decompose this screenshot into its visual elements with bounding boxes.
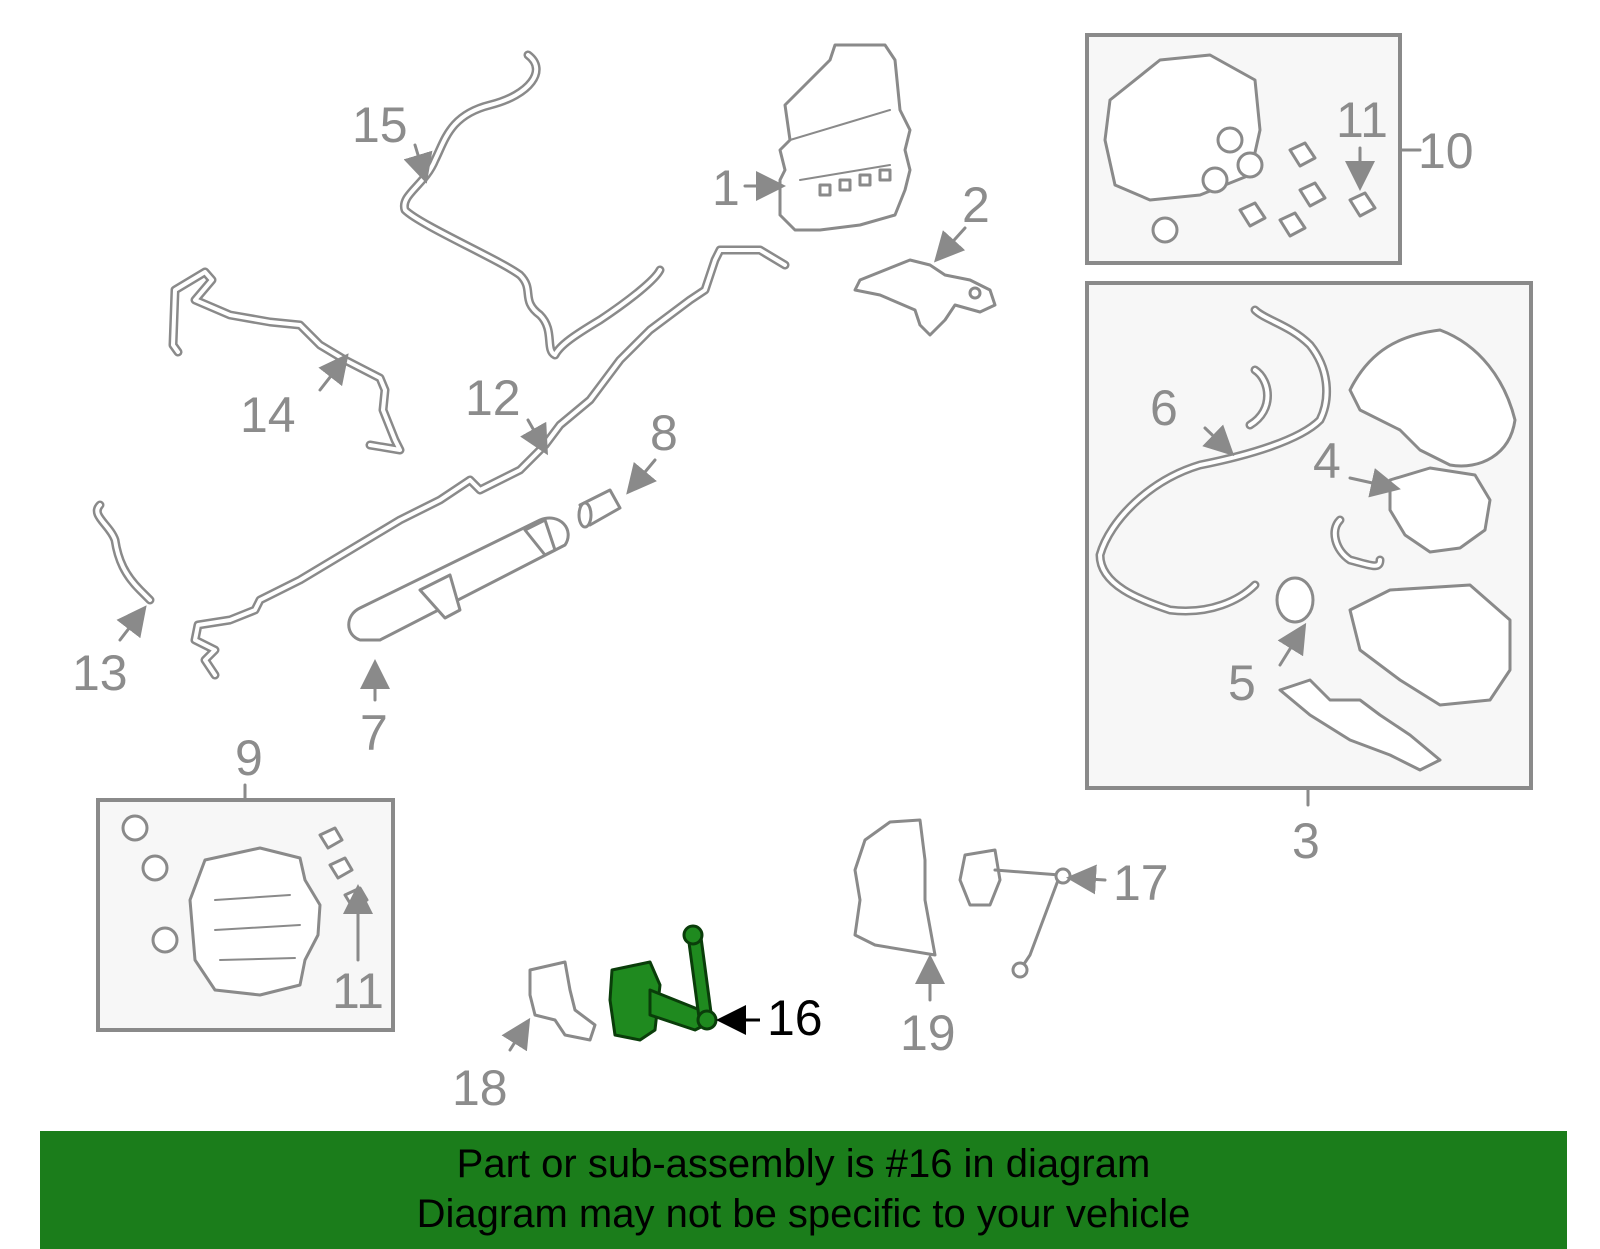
- callout-3: 3: [1292, 813, 1320, 869]
- part-1-module[interactable]: [778, 43, 912, 232]
- callout-6: 6: [1150, 380, 1178, 436]
- callout-11b: 11: [332, 963, 384, 1019]
- assembly-10-box[interactable]: [1085, 33, 1402, 265]
- info-banner: Part or sub-assembly is #16 in diagram D…: [40, 1131, 1567, 1249]
- part-18-bracket[interactable]: [528, 960, 597, 1042]
- part-19-shield[interactable]: [853, 818, 937, 957]
- part-14-pipe[interactable]: [168, 267, 405, 455]
- assembly-3-box[interactable]: [1085, 281, 1533, 790]
- part-2-bracket[interactable]: [853, 258, 997, 337]
- part-12-pipe[interactable]: [190, 245, 790, 680]
- callout-labels: 15 1 2 11 10 6 4 5 3 12 14 13 8 7 9 11 1…: [72, 92, 1474, 1116]
- callout-8: 8: [650, 405, 678, 461]
- callout-2: 2: [962, 177, 990, 233]
- callout-4: 4: [1313, 433, 1341, 489]
- callout-11a: 11: [1336, 92, 1388, 148]
- part-13-pipe[interactable]: [92, 500, 155, 605]
- part-7-canister[interactable]: [347, 516, 570, 642]
- callout-7: 7: [360, 705, 388, 761]
- banner-line-2: Diagram may not be specific to your vehi…: [416, 1192, 1191, 1236]
- callout-5: 5: [1228, 655, 1256, 711]
- callout-12: 12: [465, 370, 521, 426]
- callout-18: 18: [452, 1060, 508, 1116]
- callout-1: 1: [712, 160, 740, 216]
- part-17-sensor[interactable]: [958, 848, 1072, 979]
- callout-15: 15: [352, 97, 408, 153]
- callout-14: 14: [240, 387, 296, 443]
- assembly-9-box[interactable]: [96, 798, 395, 1032]
- callout-16: 16: [767, 990, 823, 1046]
- callout-17: 17: [1113, 855, 1169, 911]
- banner-line-1: Part or sub-assembly is #16 in diagram: [456, 1142, 1151, 1186]
- callout-19: 19: [900, 1005, 956, 1061]
- leader-lines: [116, 143, 1422, 1052]
- callout-9: 9: [235, 730, 263, 786]
- part-16-ride-height-sensor[interactable]: [608, 924, 718, 1042]
- part-8-fitting[interactable]: [577, 488, 622, 529]
- callout-13: 13: [72, 645, 128, 701]
- callout-10: 10: [1418, 123, 1474, 179]
- part-15-pipe[interactable]: [399, 50, 665, 360]
